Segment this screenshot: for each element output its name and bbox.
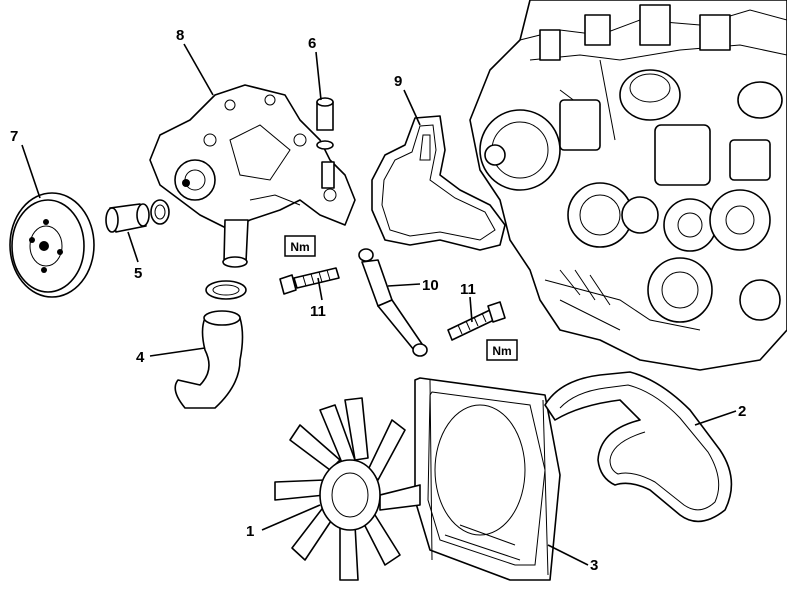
torque-badge-1: Nm xyxy=(284,235,316,257)
pulley xyxy=(9,192,95,298)
bolt-right xyxy=(447,301,506,341)
leader-lines xyxy=(21,43,737,566)
callout-3: 3 xyxy=(590,557,598,574)
callout-5: 5 xyxy=(134,265,142,282)
callouts: 7 8 6 9 5 4 10 11 11 2 1 3 xyxy=(10,27,746,574)
callout-10: 10 xyxy=(422,277,439,294)
torque-badge-label: Nm xyxy=(492,344,511,358)
torque-badge-label: Nm xyxy=(290,240,309,254)
callout-6: 6 xyxy=(308,35,316,52)
torque-badge-2: Nm xyxy=(486,339,518,361)
callout-4: 4 xyxy=(136,349,145,366)
callout-9: 9 xyxy=(394,73,402,90)
callout-11-left: 11 xyxy=(310,303,326,320)
water-pump xyxy=(149,84,356,268)
callout-11-right: 11 xyxy=(460,281,476,298)
pipe xyxy=(316,97,334,150)
engine-block xyxy=(469,0,787,371)
damper xyxy=(358,248,428,357)
sleeve xyxy=(105,199,170,233)
hose xyxy=(174,280,247,409)
callout-8: 8 xyxy=(176,27,184,44)
bolt-left xyxy=(279,267,340,295)
callout-1: 1 xyxy=(246,523,254,540)
callout-2: 2 xyxy=(738,403,746,420)
fan-shroud xyxy=(414,377,561,581)
gasket xyxy=(371,115,506,251)
fan xyxy=(274,397,421,581)
callout-7: 7 xyxy=(10,128,18,145)
belt xyxy=(544,371,733,523)
